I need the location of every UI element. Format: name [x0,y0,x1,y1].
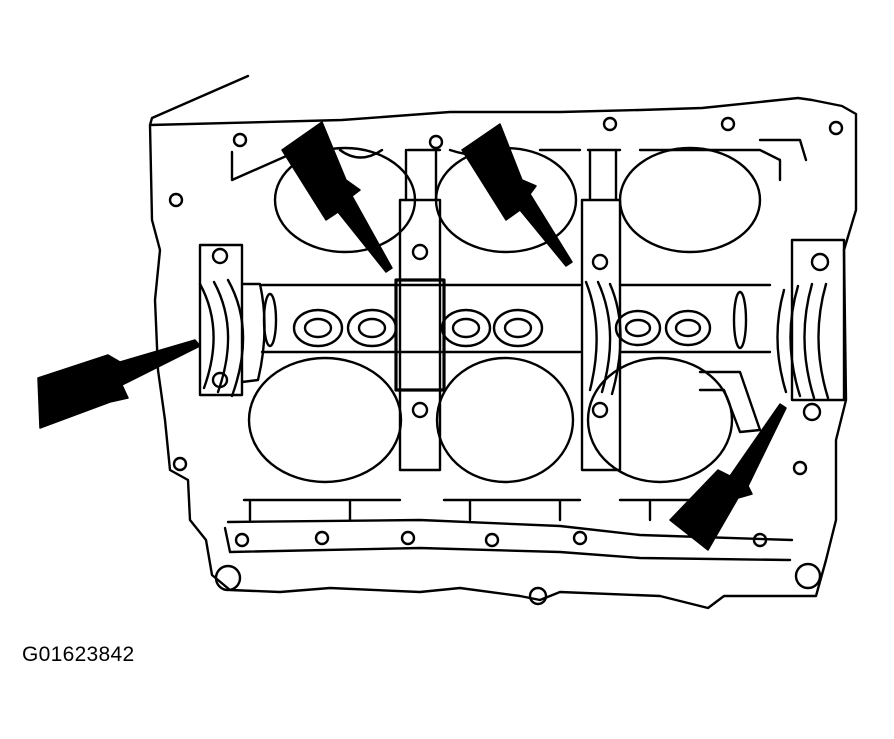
indicator-arrow-4 [669,403,787,551]
bolt-hole [602,116,618,132]
bolt-hole [528,586,548,606]
center-web [260,283,772,354]
gallery-ring-6 [664,309,712,347]
gallery-ring-5 [614,309,662,347]
bolt-hole [828,120,844,136]
bolt-hole [591,253,609,271]
bolt-hole [168,192,184,208]
bolt-hole [314,530,330,546]
lower-bore-3 [586,356,734,484]
bolt-hole [572,530,588,546]
indicator-arrow-1 [37,339,201,429]
bolt-hole [752,532,768,548]
bolt-hole [211,371,229,389]
bolt-hole [792,460,808,476]
gallery-ring-2 [346,308,398,348]
block-outline [148,74,858,610]
bolt-hole [428,134,444,150]
casting-detail [242,498,702,522]
figure-id-label: G01623842 [22,643,135,666]
gallery-ring-4 [492,308,544,348]
gallery-ring-2-in [357,317,387,339]
lower-bore-2 [435,356,575,484]
bearing-cap-2-saddle [394,278,446,392]
casting-detail [698,370,762,434]
gallery-ring-5-in [624,318,652,338]
lower-bore-1 [247,356,403,484]
gallery-ring-1 [292,308,344,348]
bearing-cap-4 [790,238,846,402]
bolt-hole [172,456,188,472]
bearing-cap-2-bolt-web [404,148,442,202]
bearing-shell-3 [584,280,622,396]
bolt-hole [411,401,429,419]
bolt-hole [411,243,429,261]
bolt-hole [810,252,830,272]
indicator-arrow-2 [281,121,393,273]
bearing-shell-4 [776,282,830,400]
bearing-cap-2 [398,198,442,472]
gallery-ring-1-in [303,317,333,339]
upper-bore-3 [618,146,762,254]
bolt-hole [802,402,822,422]
bolt-hole [591,401,609,419]
bolt-hole [484,532,500,548]
bolt-hole [720,116,736,132]
gallery-ring-3-in [451,317,481,339]
gallery-ring-6-in [674,318,702,338]
bolt-hole [234,532,250,548]
gallery-slot-1 [262,292,278,348]
gallery-slot-2 [732,290,748,350]
bolt-hole [214,564,242,592]
gallery-ring-3 [440,308,492,348]
bolt-hole [400,530,416,546]
bearing-shell-1 [198,278,266,398]
bearing-cap-3-bolt-web [586,148,622,202]
bolt-hole [211,247,229,265]
bolt-hole [794,562,822,590]
gallery-ring-4-in [503,317,533,339]
bolt-hole [232,132,248,148]
indicator-arrow-3 [461,123,573,267]
